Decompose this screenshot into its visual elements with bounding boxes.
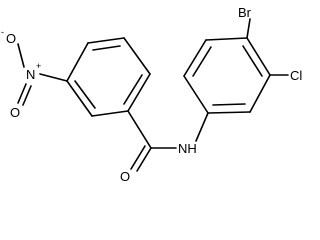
carbonyl-o-label: O <box>120 169 130 184</box>
halogen-substituents: Br Cl <box>238 5 302 83</box>
chlorine-label: Cl <box>290 68 302 83</box>
nitro-n-label: N <box>26 67 35 82</box>
bromine-label: Br <box>238 5 252 20</box>
amide-nh-label: NH <box>178 141 197 156</box>
nitro-o-label: O <box>10 105 20 120</box>
bromochlorophenyl-ring <box>183 37 271 114</box>
nitro-o-minus-label: O <box>6 31 16 46</box>
nitro-n-charge: + <box>36 61 41 71</box>
nitro-group: O - N + O <box>1 27 68 120</box>
nitro-o-minus-charge: - <box>1 27 4 37</box>
chemical-structure-diagram: O - N + O O NH Br Cl <box>1 5 302 184</box>
amide-linker: O NH <box>120 110 209 184</box>
nitrobenzene-ring <box>66 37 151 117</box>
